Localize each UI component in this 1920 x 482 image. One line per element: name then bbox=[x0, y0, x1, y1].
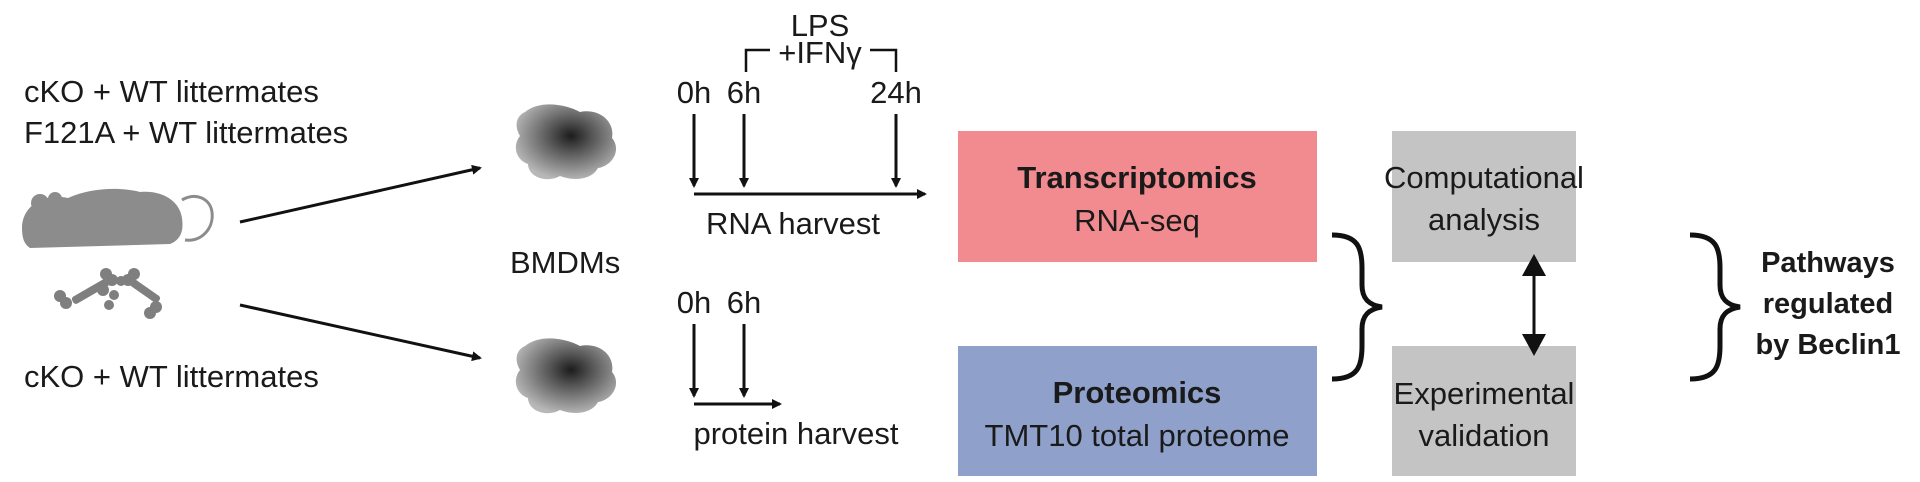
rna-harvest-label: RNA harvest bbox=[706, 206, 880, 241]
experimental-line1: Experimental bbox=[1394, 376, 1575, 411]
protein-t6: 6h bbox=[727, 285, 761, 320]
mouse-icon bbox=[22, 188, 214, 248]
rna-t0: 0h bbox=[677, 75, 711, 110]
macrophage-icon bbox=[515, 104, 617, 180]
bone-icon bbox=[54, 268, 162, 319]
protein-t0: 0h bbox=[677, 285, 711, 320]
rna-t6: 6h bbox=[727, 75, 761, 110]
bmdm-label: BMDMs bbox=[510, 245, 620, 280]
brace-icon bbox=[1331, 232, 1383, 382]
proteomics-title: Proteomics bbox=[1053, 375, 1222, 410]
experimental-box bbox=[1392, 346, 1576, 476]
computational-line1: Computational bbox=[1384, 160, 1584, 195]
proteomics-box bbox=[958, 346, 1317, 476]
treatment-line2: +IFNγ bbox=[778, 35, 862, 70]
proteomics-subtitle: TMT10 total proteome bbox=[985, 418, 1290, 453]
group1-line1: cKO + WT littermates bbox=[24, 74, 319, 109]
computational-line2: analysis bbox=[1428, 202, 1540, 237]
brace-icon bbox=[1689, 232, 1741, 382]
transcriptomics-title: Transcriptomics bbox=[1017, 160, 1256, 195]
result-line2: regulated bbox=[1763, 288, 1894, 320]
arrow-to-bmdm-bottom bbox=[239, 303, 482, 362]
result-line3: by Beclin1 bbox=[1755, 329, 1900, 361]
group2-label: cKO + WT littermates bbox=[24, 359, 319, 394]
computational-box bbox=[1392, 131, 1576, 262]
rna-t24: 24h bbox=[870, 75, 922, 110]
protein-harvest-label: protein harvest bbox=[693, 416, 898, 451]
transcriptomics-box bbox=[958, 131, 1317, 262]
treatment-bracket bbox=[744, 48, 898, 72]
treatment-line1: LPS bbox=[791, 8, 850, 43]
group1-line2: F121A + WT littermates bbox=[24, 115, 348, 150]
macrophage-icon bbox=[515, 338, 617, 414]
transcriptomics-subtitle: RNA-seq bbox=[1074, 203, 1200, 238]
arrow-to-bmdm-top bbox=[239, 164, 482, 224]
double-arrow-icon bbox=[1522, 254, 1546, 356]
result-line1: Pathways bbox=[1761, 247, 1895, 279]
experimental-line2: validation bbox=[1419, 418, 1550, 453]
